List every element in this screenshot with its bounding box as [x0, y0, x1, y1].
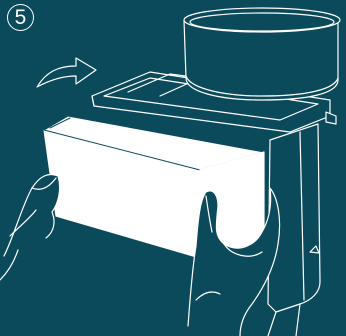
curved-arrow-right-icon — [37, 58, 96, 87]
water-container — [44, 116, 264, 258]
left-hand — [0, 175, 60, 281]
bowl — [184, 8, 340, 100]
